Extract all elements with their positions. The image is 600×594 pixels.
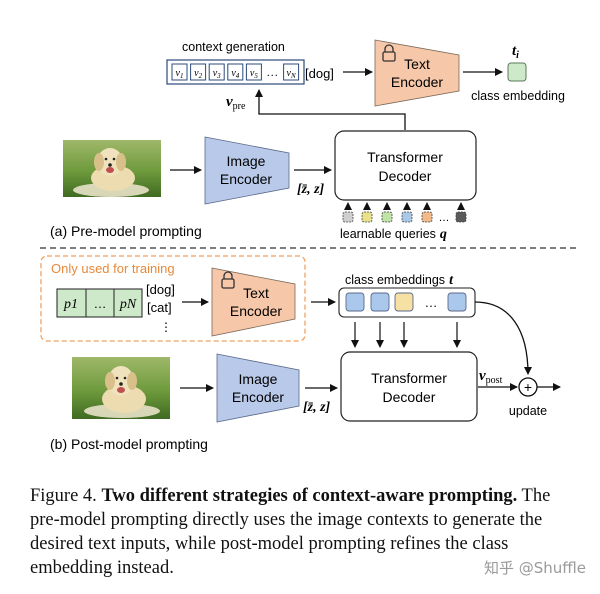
arrow-embeddings-to-update <box>474 301 532 375</box>
transformer-decoder-b-line2: Decoder <box>383 389 436 405</box>
text-encoder-a: Text Encoder <box>374 39 460 107</box>
training-only-frame <box>40 255 306 342</box>
lock-icon <box>221 271 235 289</box>
zbar-label-b: [z̄, z] <box>303 400 331 415</box>
context-token-5: v5 <box>245 63 262 81</box>
context-token-3: v3 <box>208 63 225 81</box>
ti-label: ti <box>512 43 519 61</box>
context-token-4: v4 <box>227 63 244 81</box>
svg-text:v3: v3 <box>213 68 221 80</box>
context-tokens: v1 v2 v3 v4 v5 … vN <box>171 63 300 81</box>
image-encoder-a: Image Encoder <box>204 136 290 205</box>
class-embedding-box <box>507 62 527 82</box>
text-encoder-b-line2: Encoder <box>230 303 282 319</box>
update-plus-symbol: + <box>524 379 532 395</box>
transformer-decoder-a-line2: Decoder <box>379 168 432 184</box>
text-encoder-b-line1: Text <box>243 285 269 301</box>
transformer-decoder-a-line1: Transformer <box>367 149 443 165</box>
class-embedding-cell-4 <box>447 292 467 312</box>
context-token-2: v2 <box>190 63 207 81</box>
class-embedding-label: class embedding <box>471 89 565 103</box>
panel-b-label: (b) Post-model prompting <box>50 436 208 452</box>
zbar-label-a: [z̄, z] <box>297 182 325 197</box>
arrow-decoder-to-context <box>255 89 406 130</box>
svg-text:…: … <box>267 65 278 79</box>
learnable-query-4 <box>401 202 413 223</box>
transformer-decoder-a <box>334 130 477 201</box>
class-embedding-cell-2 <box>370 292 390 312</box>
text-encoder-a-line1: Text <box>404 56 430 72</box>
prompt-token-ellipsis: … <box>94 296 107 311</box>
learnable-queries-ellipsis: … <box>439 212 450 224</box>
class-name-cat: [cat] <box>147 300 172 315</box>
learnable-query-1 <box>342 202 354 223</box>
transformer-decoder-b-line1: Transformer <box>371 370 447 386</box>
svg-text:v1: v1 <box>176 68 184 80</box>
caption-prefix: Figure 4. <box>30 486 102 506</box>
embeddings-to-decoder-arrows <box>351 322 461 348</box>
transformer-decoder-b <box>340 351 478 422</box>
image-encoder-a-line1: Image <box>227 153 266 169</box>
vpost-label: vpost <box>479 368 503 386</box>
learnable-query-5 <box>421 202 433 223</box>
training-only-label: Only used for training <box>51 261 175 276</box>
caption-body: The pre-model prompting directly uses th… <box>30 486 551 578</box>
context-token-6: … <box>267 65 278 79</box>
class-embedding-cell-3 <box>394 292 414 312</box>
context-token-1: v1 <box>171 63 188 81</box>
watermark: 知乎 @Shuffle <box>483 559 586 577</box>
class-name-dog: [dog] <box>146 282 175 297</box>
panel-a-label: (a) Pre-model prompting <box>50 223 202 239</box>
svg-text:vN: vN <box>287 68 296 80</box>
vpre-label: vpre <box>226 94 246 112</box>
class-embeddings-ellipsis: … <box>425 295 438 310</box>
caption-title: Two different strategies of context-awar… <box>101 486 518 506</box>
text-encoder-a-line2: Encoder <box>391 74 443 90</box>
context-token-frame <box>166 59 305 85</box>
dog-image-a <box>63 140 161 197</box>
learnable-queries: … <box>342 202 467 224</box>
image-encoder-b-line2: Encoder <box>232 389 284 405</box>
learnable-query-6 <box>455 202 467 223</box>
learnable-query-3 <box>381 202 393 223</box>
architecture-diagram: context generation v1 v2 v3 v4 v5 … vN [dog] v… <box>40 39 576 452</box>
lock-icon <box>382 44 396 62</box>
prompt-token-sequence: p1 … pN <box>56 288 143 318</box>
class-embedding-cell-1 <box>345 292 365 312</box>
svg-text:v2: v2 <box>194 68 202 80</box>
figure-caption: Figure 4. Two different strategies of co… <box>30 484 578 580</box>
dog-image-b <box>72 357 170 419</box>
svg-text:v4: v4 <box>231 68 239 80</box>
dog-token: [dog] <box>305 66 334 81</box>
image-encoder-a-line2: Encoder <box>220 171 272 187</box>
context-token-7: vN <box>283 63 300 81</box>
learnable-query-2 <box>361 202 373 223</box>
class-name-more: ⋮ <box>160 320 172 334</box>
class-embedding-cells <box>345 292 467 312</box>
prompt-token-p1: p1 <box>63 297 78 312</box>
context-generation-label: context generation <box>182 40 285 54</box>
image-encoder-b: Image Encoder <box>216 353 300 423</box>
image-encoder-b-line1: Image <box>239 371 278 387</box>
prompt-token-pn: pN <box>119 297 137 312</box>
context-token-sequence: v1 v2 v3 v4 v5 … vN [dog] <box>166 59 334 85</box>
svg-text:v5: v5 <box>250 68 258 80</box>
update-label: update <box>509 404 547 418</box>
text-encoder-b: Text Encoder <box>211 267 296 337</box>
